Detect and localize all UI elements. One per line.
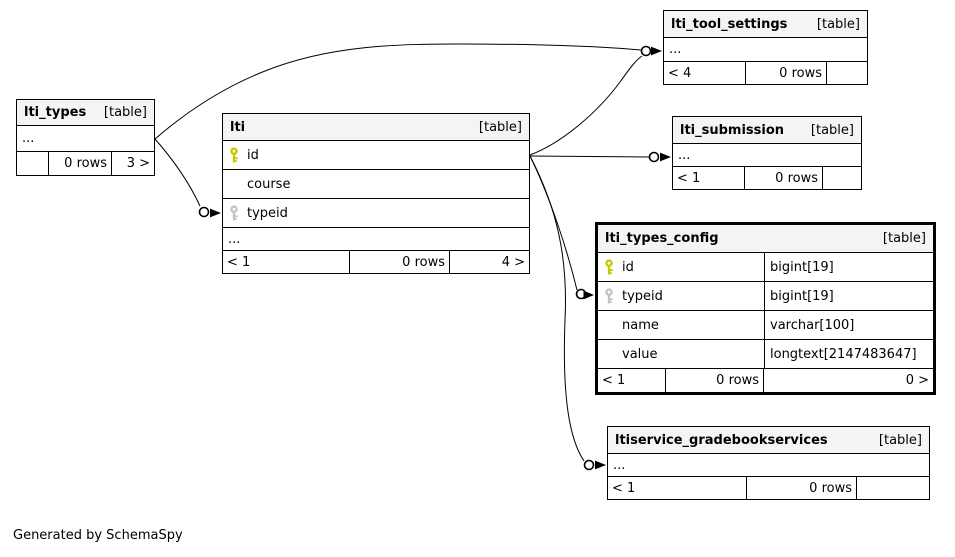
table-lti_types[interactable]: lti_types [table] ... 0 rows 3 > bbox=[16, 99, 155, 176]
table-lti[interactable]: lti [table] id course bbox=[222, 113, 530, 274]
elided-columns-row: ... bbox=[664, 38, 867, 62]
zero-connector-icon bbox=[198, 206, 210, 218]
column-row-id[interactable]: id bbox=[223, 141, 529, 170]
table-ltiservice_gradebookservices-footer: < 1 0 rows bbox=[608, 477, 929, 499]
column-name: id bbox=[622, 259, 634, 275]
column-name: course bbox=[247, 176, 291, 192]
table-lti_submission-footer: < 1 0 rows bbox=[673, 167, 861, 189]
table-lti_types-footer: 0 rows 3 > bbox=[17, 152, 154, 175]
table-name[interactable]: lti_types bbox=[24, 105, 87, 120]
table-tag: [table] bbox=[810, 122, 854, 138]
footer-children: 3 > bbox=[111, 152, 154, 175]
table-lti_types_config-header[interactable]: lti_types_config [table] bbox=[598, 225, 933, 253]
zero-connector-icon bbox=[648, 151, 660, 163]
footer-children bbox=[826, 62, 867, 84]
edge-lti-to-lti_types_config bbox=[529, 155, 578, 291]
footer-rowcount: 0 rows bbox=[349, 251, 449, 273]
column-type: bigint[19] bbox=[764, 253, 933, 281]
column-name: typeid bbox=[247, 205, 288, 221]
table-lti_tool_settings-footer: < 4 0 rows bbox=[664, 62, 867, 84]
table-name[interactable]: lti_tool_settings bbox=[671, 16, 788, 32]
footer-children: 0 > bbox=[763, 369, 933, 392]
table-name[interactable]: lti_submission bbox=[680, 122, 785, 138]
column-row-typeid[interactable]: typeid bbox=[223, 199, 529, 228]
table-lti_tool_settings[interactable]: lti_tool_settings [table] ... < 4 0 rows bbox=[663, 10, 868, 85]
table-tag: [table] bbox=[816, 16, 860, 32]
edge-lti_types-to-lti_tool_settings bbox=[154, 43, 642, 140]
elided-columns-row: ... bbox=[608, 454, 929, 477]
table-lti-header[interactable]: lti [table] bbox=[223, 114, 529, 141]
table-lti_submission-header[interactable]: lti_submission [table] bbox=[673, 117, 861, 144]
table-lti-footer: < 1 0 rows 4 > bbox=[223, 251, 529, 273]
column-row-typeid[interactable]: typeid bigint[19] bbox=[598, 282, 933, 311]
primary-key-icon bbox=[605, 259, 613, 275]
arrowhead-icon bbox=[651, 46, 662, 56]
elided-columns-row: ... bbox=[673, 144, 861, 167]
primary-key-icon bbox=[230, 147, 238, 163]
table-lti_tool_settings-header[interactable]: lti_tool_settings [table] bbox=[664, 11, 867, 38]
column-row-course[interactable]: course bbox=[223, 170, 529, 199]
column-name: name bbox=[622, 317, 659, 333]
edge-lti_types-to-lti-typeid bbox=[154, 138, 201, 207]
table-ltiservice_gradebookservices[interactable]: ltiservice_gradebookservices [table] ...… bbox=[607, 426, 930, 500]
footer-rowcount: 0 rows bbox=[745, 62, 826, 84]
column-type: varchar[100] bbox=[764, 311, 933, 339]
footer-children: 4 > bbox=[449, 251, 529, 273]
column-type: bigint[19] bbox=[764, 282, 933, 310]
table-lti_submission[interactable]: lti_submission [table] ... < 1 0 rows bbox=[672, 116, 862, 190]
edge-lti-to-ltiservice_gradebookservices bbox=[529, 155, 585, 462]
table-lti_types_config-footer: < 1 0 rows 0 > bbox=[598, 369, 933, 392]
footer-rowcount: 0 rows bbox=[665, 369, 763, 392]
table-name[interactable]: ltiservice_gradebookservices bbox=[615, 432, 828, 448]
foreign-key-icon bbox=[605, 288, 613, 304]
table-tag: [table] bbox=[882, 231, 926, 246]
column-row-value[interactable]: value longtext[2147483647] bbox=[598, 340, 933, 369]
footer-rowcount: 0 rows bbox=[746, 477, 856, 499]
footer-parents: < 1 bbox=[612, 480, 636, 496]
arrowhead-icon bbox=[583, 290, 594, 300]
column-name: value bbox=[622, 346, 658, 362]
table-name[interactable]: lti bbox=[230, 119, 246, 135]
footer-children bbox=[856, 477, 929, 499]
table-name[interactable]: lti_types_config bbox=[605, 231, 719, 246]
footer-parents: < 1 bbox=[677, 170, 701, 186]
footer-parents: < 4 bbox=[668, 65, 692, 81]
elided-columns-row: ... bbox=[223, 228, 529, 251]
table-tag: [table] bbox=[103, 105, 147, 120]
table-lti_types-header[interactable]: lti_types [table] bbox=[17, 100, 154, 126]
footer-rowcount: 0 rows bbox=[48, 152, 111, 175]
footer-children bbox=[822, 167, 861, 189]
column-row-id[interactable]: id bigint[19] bbox=[598, 253, 933, 282]
table-tag: [table] bbox=[478, 119, 522, 135]
elided-columns-row: ... bbox=[17, 126, 154, 152]
column-name: id bbox=[247, 147, 259, 163]
foreign-key-icon bbox=[230, 205, 238, 221]
arrowhead-icon bbox=[210, 208, 221, 218]
table-ltiservice_gradebookservices-header[interactable]: ltiservice_gradebookservices [table] bbox=[608, 427, 929, 454]
zero-connector-icon bbox=[640, 45, 652, 57]
edge-lti-to-lti_submission bbox=[529, 155, 650, 158]
footer-parents: < 1 bbox=[602, 373, 626, 388]
column-row-name[interactable]: name varchar[100] bbox=[598, 311, 933, 340]
footer-parents: < 1 bbox=[227, 254, 251, 270]
zero-connector-icon bbox=[583, 459, 595, 471]
column-type: longtext[2147483647] bbox=[764, 340, 933, 368]
column-name: typeid bbox=[622, 288, 663, 304]
table-tag: [table] bbox=[878, 432, 922, 448]
table-lti_types_config[interactable]: lti_types_config [table] id bi bbox=[595, 222, 936, 395]
arrowhead-icon bbox=[595, 460, 606, 470]
edge-lti-to-lti_tool_settings bbox=[529, 55, 643, 156]
arrowhead-icon bbox=[660, 152, 671, 162]
footer-parents bbox=[17, 152, 48, 175]
schemaspy-credit: Generated by SchemaSpy bbox=[13, 528, 183, 543]
footer-rowcount: 0 rows bbox=[744, 167, 822, 189]
